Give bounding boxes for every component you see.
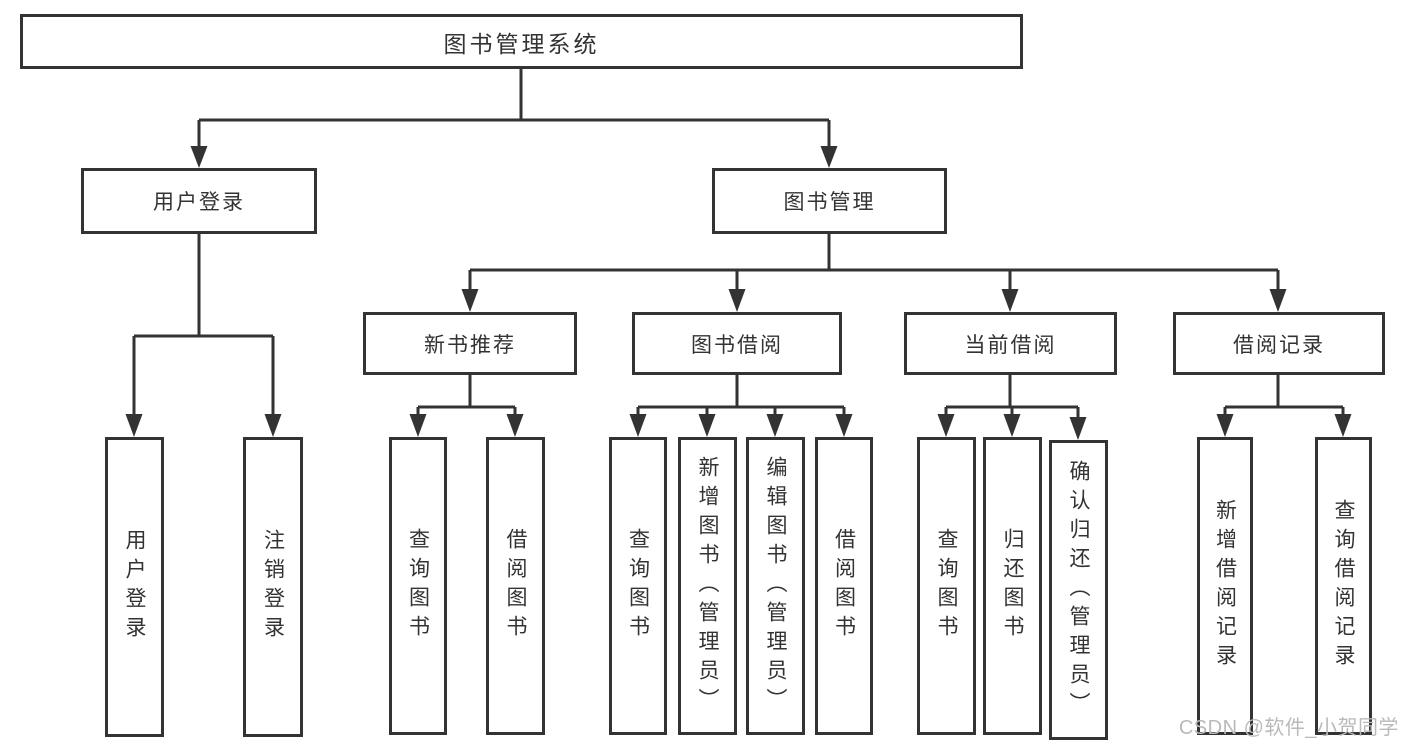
leaf-return-book: 归还图书 (983, 437, 1042, 735)
leaf-query-books-borrowing: 查询图书 (609, 437, 667, 735)
connector-paths (132, 69, 1345, 418)
node-borrowing-records: 借阅记录 (1173, 312, 1385, 375)
leaf-add-book-admin: 新增图书（管理员） (678, 437, 737, 735)
leaf-user-login: 用户登录 (105, 437, 164, 737)
node-library-management-system: 图书管理系统 (20, 14, 1023, 69)
leaf-query-borrow-record: 查询借阅记录 (1315, 437, 1372, 735)
arrowheads (125, 146, 1352, 440)
leaf-query-books-current: 查询图书 (917, 437, 976, 735)
leaf-borrow-books-recommend: 借阅图书 (486, 437, 545, 735)
leaf-borrow-books-borrowing: 借阅图书 (815, 437, 873, 735)
watermark-text: CSDN @软件_小贺同学 (1178, 717, 1399, 739)
leaf-confirm-return-admin: 确认归还（管理员） (1049, 440, 1108, 740)
leaf-edit-book-admin: 编辑图书（管理员） (746, 437, 805, 735)
leaf-query-books-recommend: 查询图书 (389, 437, 447, 735)
node-new-book-recommend: 新书推荐 (363, 312, 577, 375)
node-current-borrowing: 当前借阅 (904, 312, 1117, 375)
node-book-borrowing: 图书借阅 (632, 312, 842, 375)
leaf-add-borrow-record: 新增借阅记录 (1197, 437, 1253, 735)
node-user-login: 用户登录 (81, 168, 317, 234)
node-book-management: 图书管理 (712, 168, 947, 234)
leaf-logout-login: 注销登录 (243, 437, 303, 737)
